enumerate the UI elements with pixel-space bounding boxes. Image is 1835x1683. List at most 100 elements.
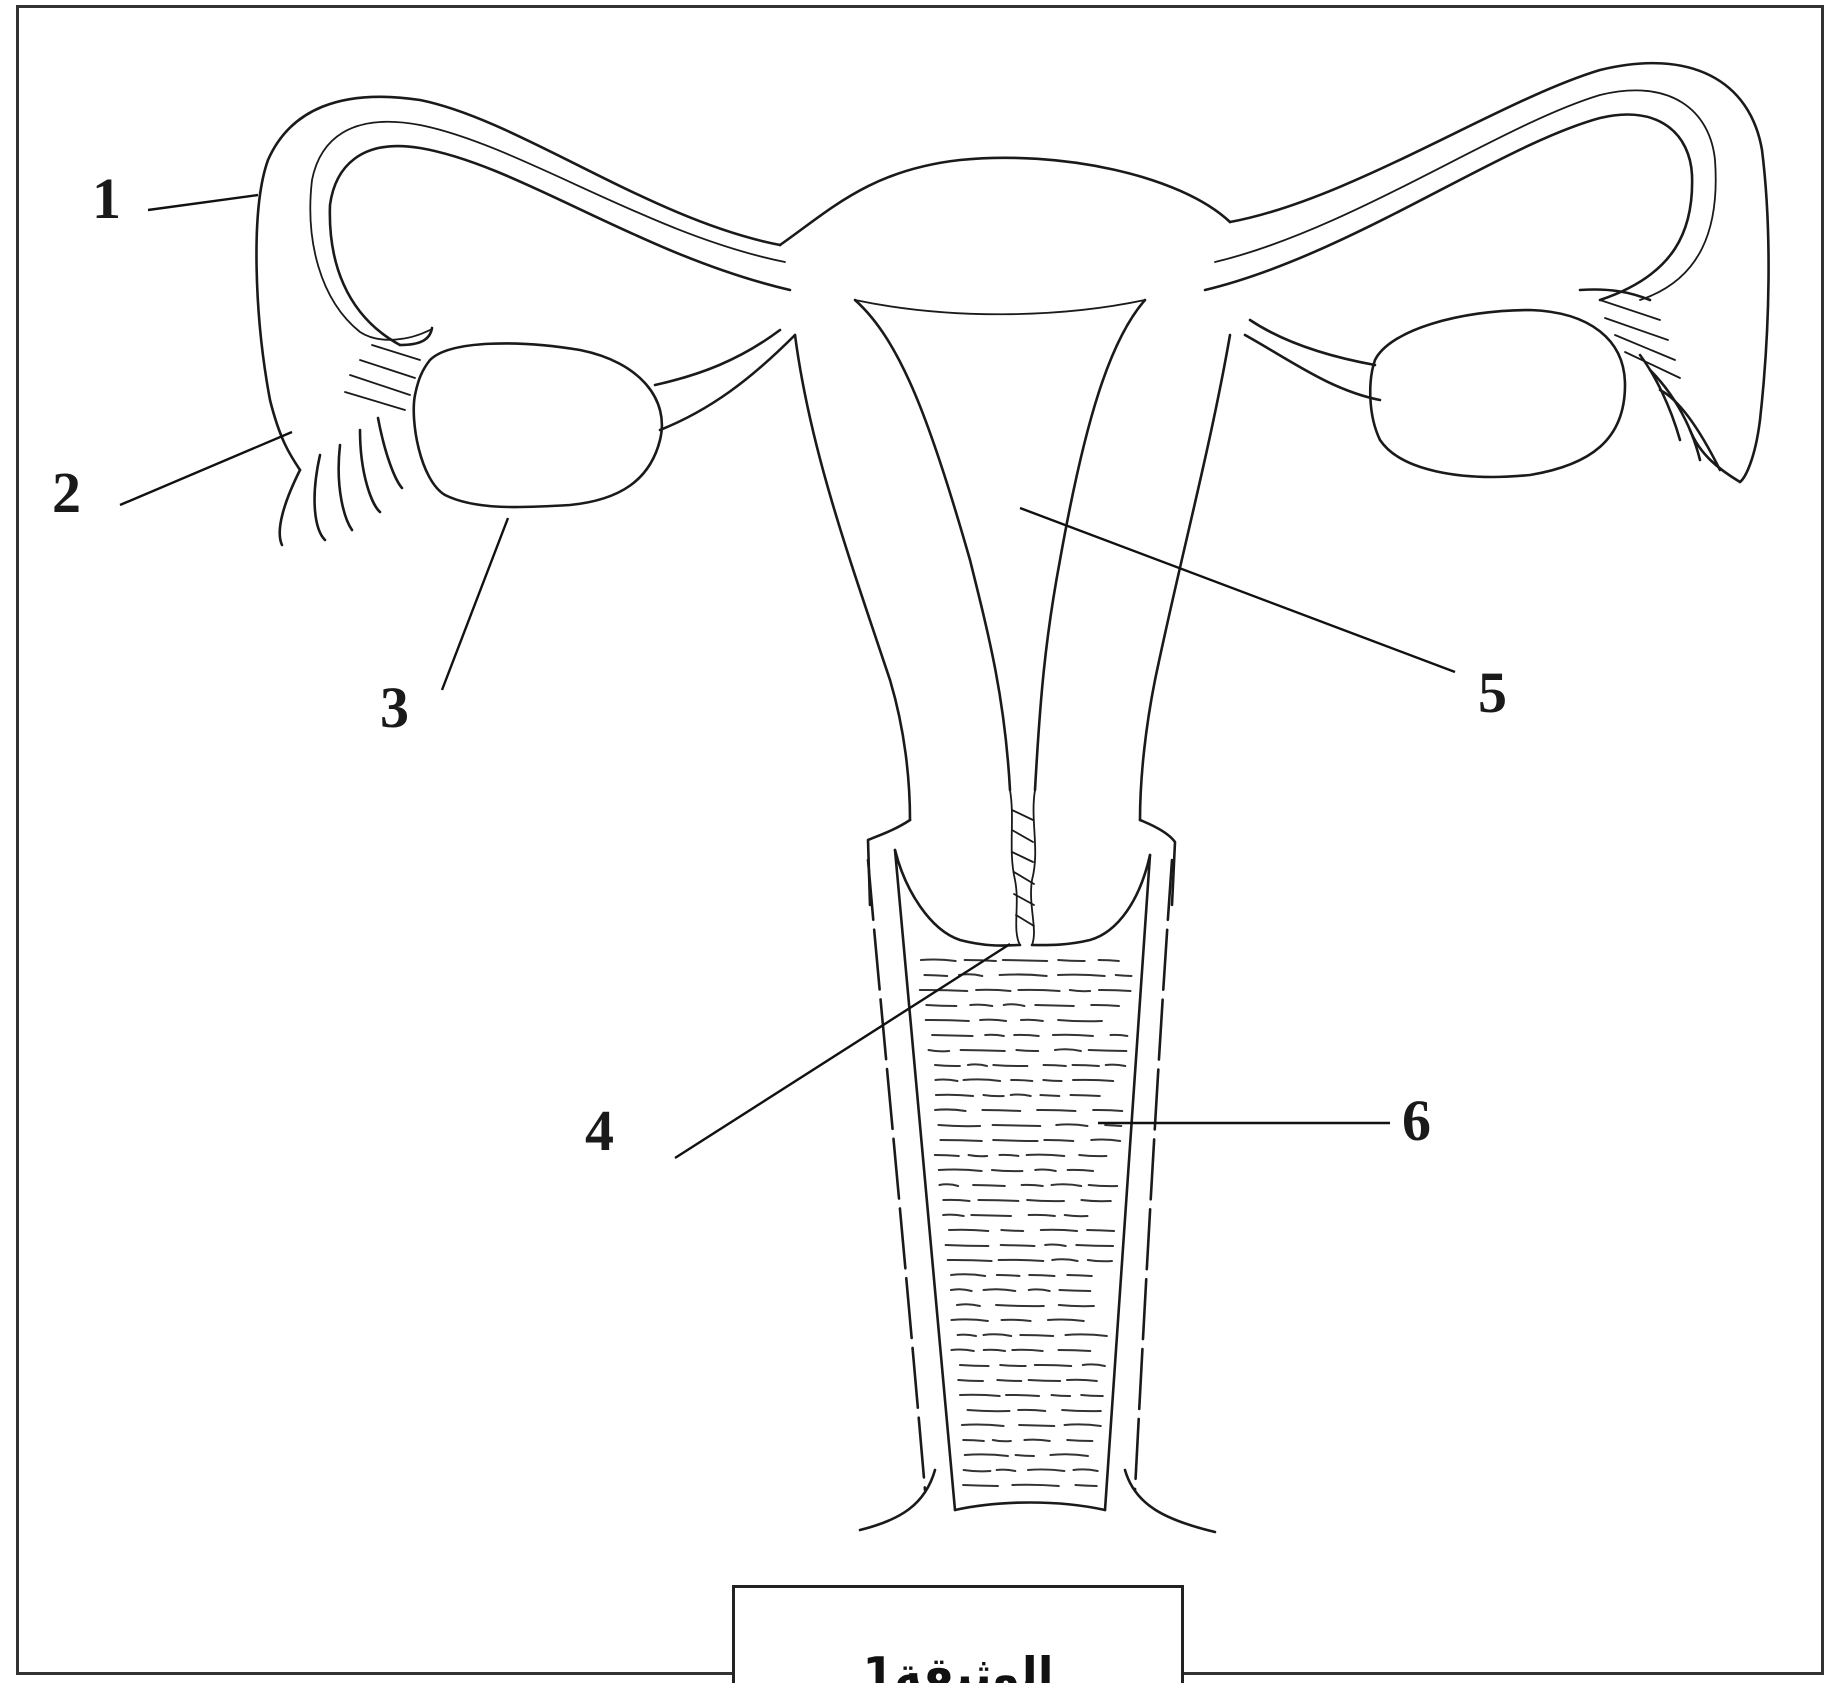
ruga-stroke: [983, 1095, 1003, 1096]
ruga-stroke: [1116, 975, 1132, 976]
label-1: 1: [92, 166, 121, 231]
ruga-stroke: [1067, 1275, 1092, 1276]
ruga-stroke: [951, 1274, 985, 1276]
right-ovarian-ligament: [1250, 320, 1375, 365]
right-fallopian-tube-outer: [1230, 63, 1769, 482]
ruga-stroke: [1016, 1455, 1034, 1456]
ruga-stroke: [1035, 1005, 1074, 1006]
ruga-stroke: [1037, 1110, 1075, 1111]
ruga-stroke: [1022, 1185, 1043, 1186]
uterus-fundus: [780, 158, 1230, 245]
ruga-stroke: [1075, 1485, 1096, 1486]
ruga-stroke: [1002, 1320, 1031, 1321]
ruga-stroke: [968, 1064, 987, 1066]
ruga-stroke: [1040, 1095, 1059, 1096]
ruga-stroke: [999, 1155, 1018, 1156]
ruga-stroke: [1091, 1005, 1119, 1006]
ruga-stroke: [1029, 1289, 1050, 1291]
ruga-stroke: [993, 1440, 1011, 1441]
ruga-stroke: [1089, 1185, 1118, 1186]
ruga-stroke: [926, 1005, 956, 1006]
ruga-stroke: [1070, 990, 1090, 991]
leader-line-1: [148, 195, 258, 210]
ruga-stroke: [1076, 1245, 1113, 1246]
ruga-stroke: [1091, 1139, 1120, 1141]
ruga-stroke: [1106, 1065, 1126, 1066]
ruga-stroke: [951, 1349, 973, 1351]
ruga-stroke: [1048, 1319, 1084, 1321]
label-5: 5: [1478, 660, 1507, 725]
ruga-stroke: [1001, 1245, 1035, 1246]
ruga-stroke: [1044, 1140, 1073, 1141]
left-vaginal-fornix: [895, 850, 1020, 946]
ruga-stroke: [932, 1035, 973, 1036]
ruga-stroke: [1068, 1170, 1094, 1171]
ruga-stroke: [1027, 1155, 1065, 1156]
uterus-left-wall: [795, 335, 910, 820]
ruga-stroke: [1052, 1259, 1077, 1261]
ruga-stroke: [964, 1079, 1001, 1081]
cervix-left-shoulder: [868, 820, 910, 905]
ruga-stroke: [963, 1485, 998, 1486]
ruga-stroke: [1073, 1065, 1099, 1066]
ruga-stroke: [1021, 1020, 1043, 1021]
ruga-stroke: [996, 1305, 1044, 1306]
ruga-stroke: [997, 1275, 1020, 1276]
ruga-stroke: [1079, 1155, 1106, 1156]
ruga-stroke: [1058, 960, 1085, 961]
ruga-stroke: [973, 1185, 1005, 1186]
ruga-stroke: [997, 1470, 1016, 1471]
ruga-stroke: [926, 1020, 969, 1021]
vagina-left-outer-wall: [868, 860, 925, 1490]
ruga-stroke: [924, 975, 947, 976]
ruga-stroke: [1073, 1469, 1097, 1471]
ruga-stroke: [1041, 1230, 1077, 1231]
vagina-right-outer-wall: [1135, 860, 1172, 1490]
label-3: 3: [380, 675, 409, 740]
ruga-stroke: [957, 1304, 980, 1306]
ruga-stroke: [1012, 1350, 1042, 1351]
ruga-stroke: [1052, 1395, 1071, 1396]
ruga-stroke: [1058, 1020, 1102, 1021]
ruga-stroke: [1081, 1395, 1103, 1396]
right-vaginal-fornix: [1032, 855, 1150, 945]
ruga-stroke: [1020, 1335, 1053, 1336]
document-caption: الوثيقة1: [863, 1651, 1054, 1683]
ruga-stroke: [1018, 1410, 1045, 1411]
ruga-stroke: [1071, 1095, 1100, 1096]
label-2: 2: [52, 460, 81, 525]
ruga-stroke: [943, 1215, 964, 1216]
ruga-stroke: [983, 1334, 1011, 1336]
ruga-stroke: [1099, 990, 1131, 991]
ruga-stroke: [1018, 990, 1059, 991]
ruga-stroke: [920, 990, 968, 991]
ruga-stroke: [964, 1470, 991, 1471]
ruga-stroke: [1067, 1380, 1097, 1381]
ruga-stroke: [951, 1319, 988, 1321]
left-fallopian-tube-lumen: [310, 122, 785, 340]
ruga-stroke: [1024, 1440, 1049, 1441]
ruga-stroke: [948, 1260, 992, 1261]
caption-box: الوثيقة1: [732, 1585, 1184, 1683]
ruga-stroke: [1006, 1395, 1039, 1396]
leader-line-3: [442, 518, 508, 690]
ruga-stroke: [976, 990, 1010, 991]
ruga-stroke: [1035, 1365, 1071, 1366]
ruga-stroke: [935, 1080, 957, 1081]
left-ovary: [414, 343, 662, 507]
ruga-stroke: [1043, 1080, 1061, 1081]
ruga-stroke: [999, 1260, 1044, 1261]
cervical-canal: [1010, 790, 1035, 945]
vagina-right-inner-wall: [1105, 855, 1150, 1510]
ruga-stroke: [982, 1110, 1020, 1111]
ruga-stroke: [1050, 1454, 1088, 1456]
ruga-stroke: [963, 1440, 984, 1441]
ruga-stroke: [984, 1350, 1005, 1351]
ruga-stroke: [985, 1035, 1004, 1036]
ruga-stroke: [978, 1200, 1018, 1201]
ruga-stroke: [1058, 975, 1105, 976]
ruga-stroke: [1001, 1230, 1023, 1231]
left-fimbriae: [280, 328, 432, 545]
uterus-inner-top: [855, 300, 1145, 314]
